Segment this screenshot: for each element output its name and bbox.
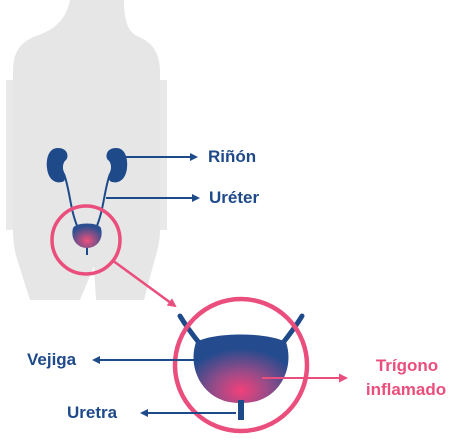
zoom-connector-arrow	[111, 258, 177, 308]
right-arm-shape	[160, 80, 167, 230]
small-zoom-circle	[50, 204, 122, 276]
kidney-label: Riñón	[208, 147, 257, 166]
trigone-label-line1: Trígono	[375, 356, 439, 375]
trigone-label-line2: inflamado	[365, 380, 447, 399]
large-zoom-circle	[172, 296, 310, 434]
body-silhouette	[13, 0, 160, 300]
urethra-label: Uretra	[67, 403, 118, 422]
small-bladder-icon	[72, 223, 102, 248]
large-bladder-icon	[193, 334, 289, 403]
left-kidney-icon	[46, 148, 68, 183]
left-ureter-line	[63, 173, 79, 229]
ureter-label: Uréter	[209, 188, 260, 207]
right-ureter-line	[95, 173, 111, 229]
bladder-label: Vejiga	[27, 350, 77, 369]
left-arm-shape	[6, 80, 13, 230]
